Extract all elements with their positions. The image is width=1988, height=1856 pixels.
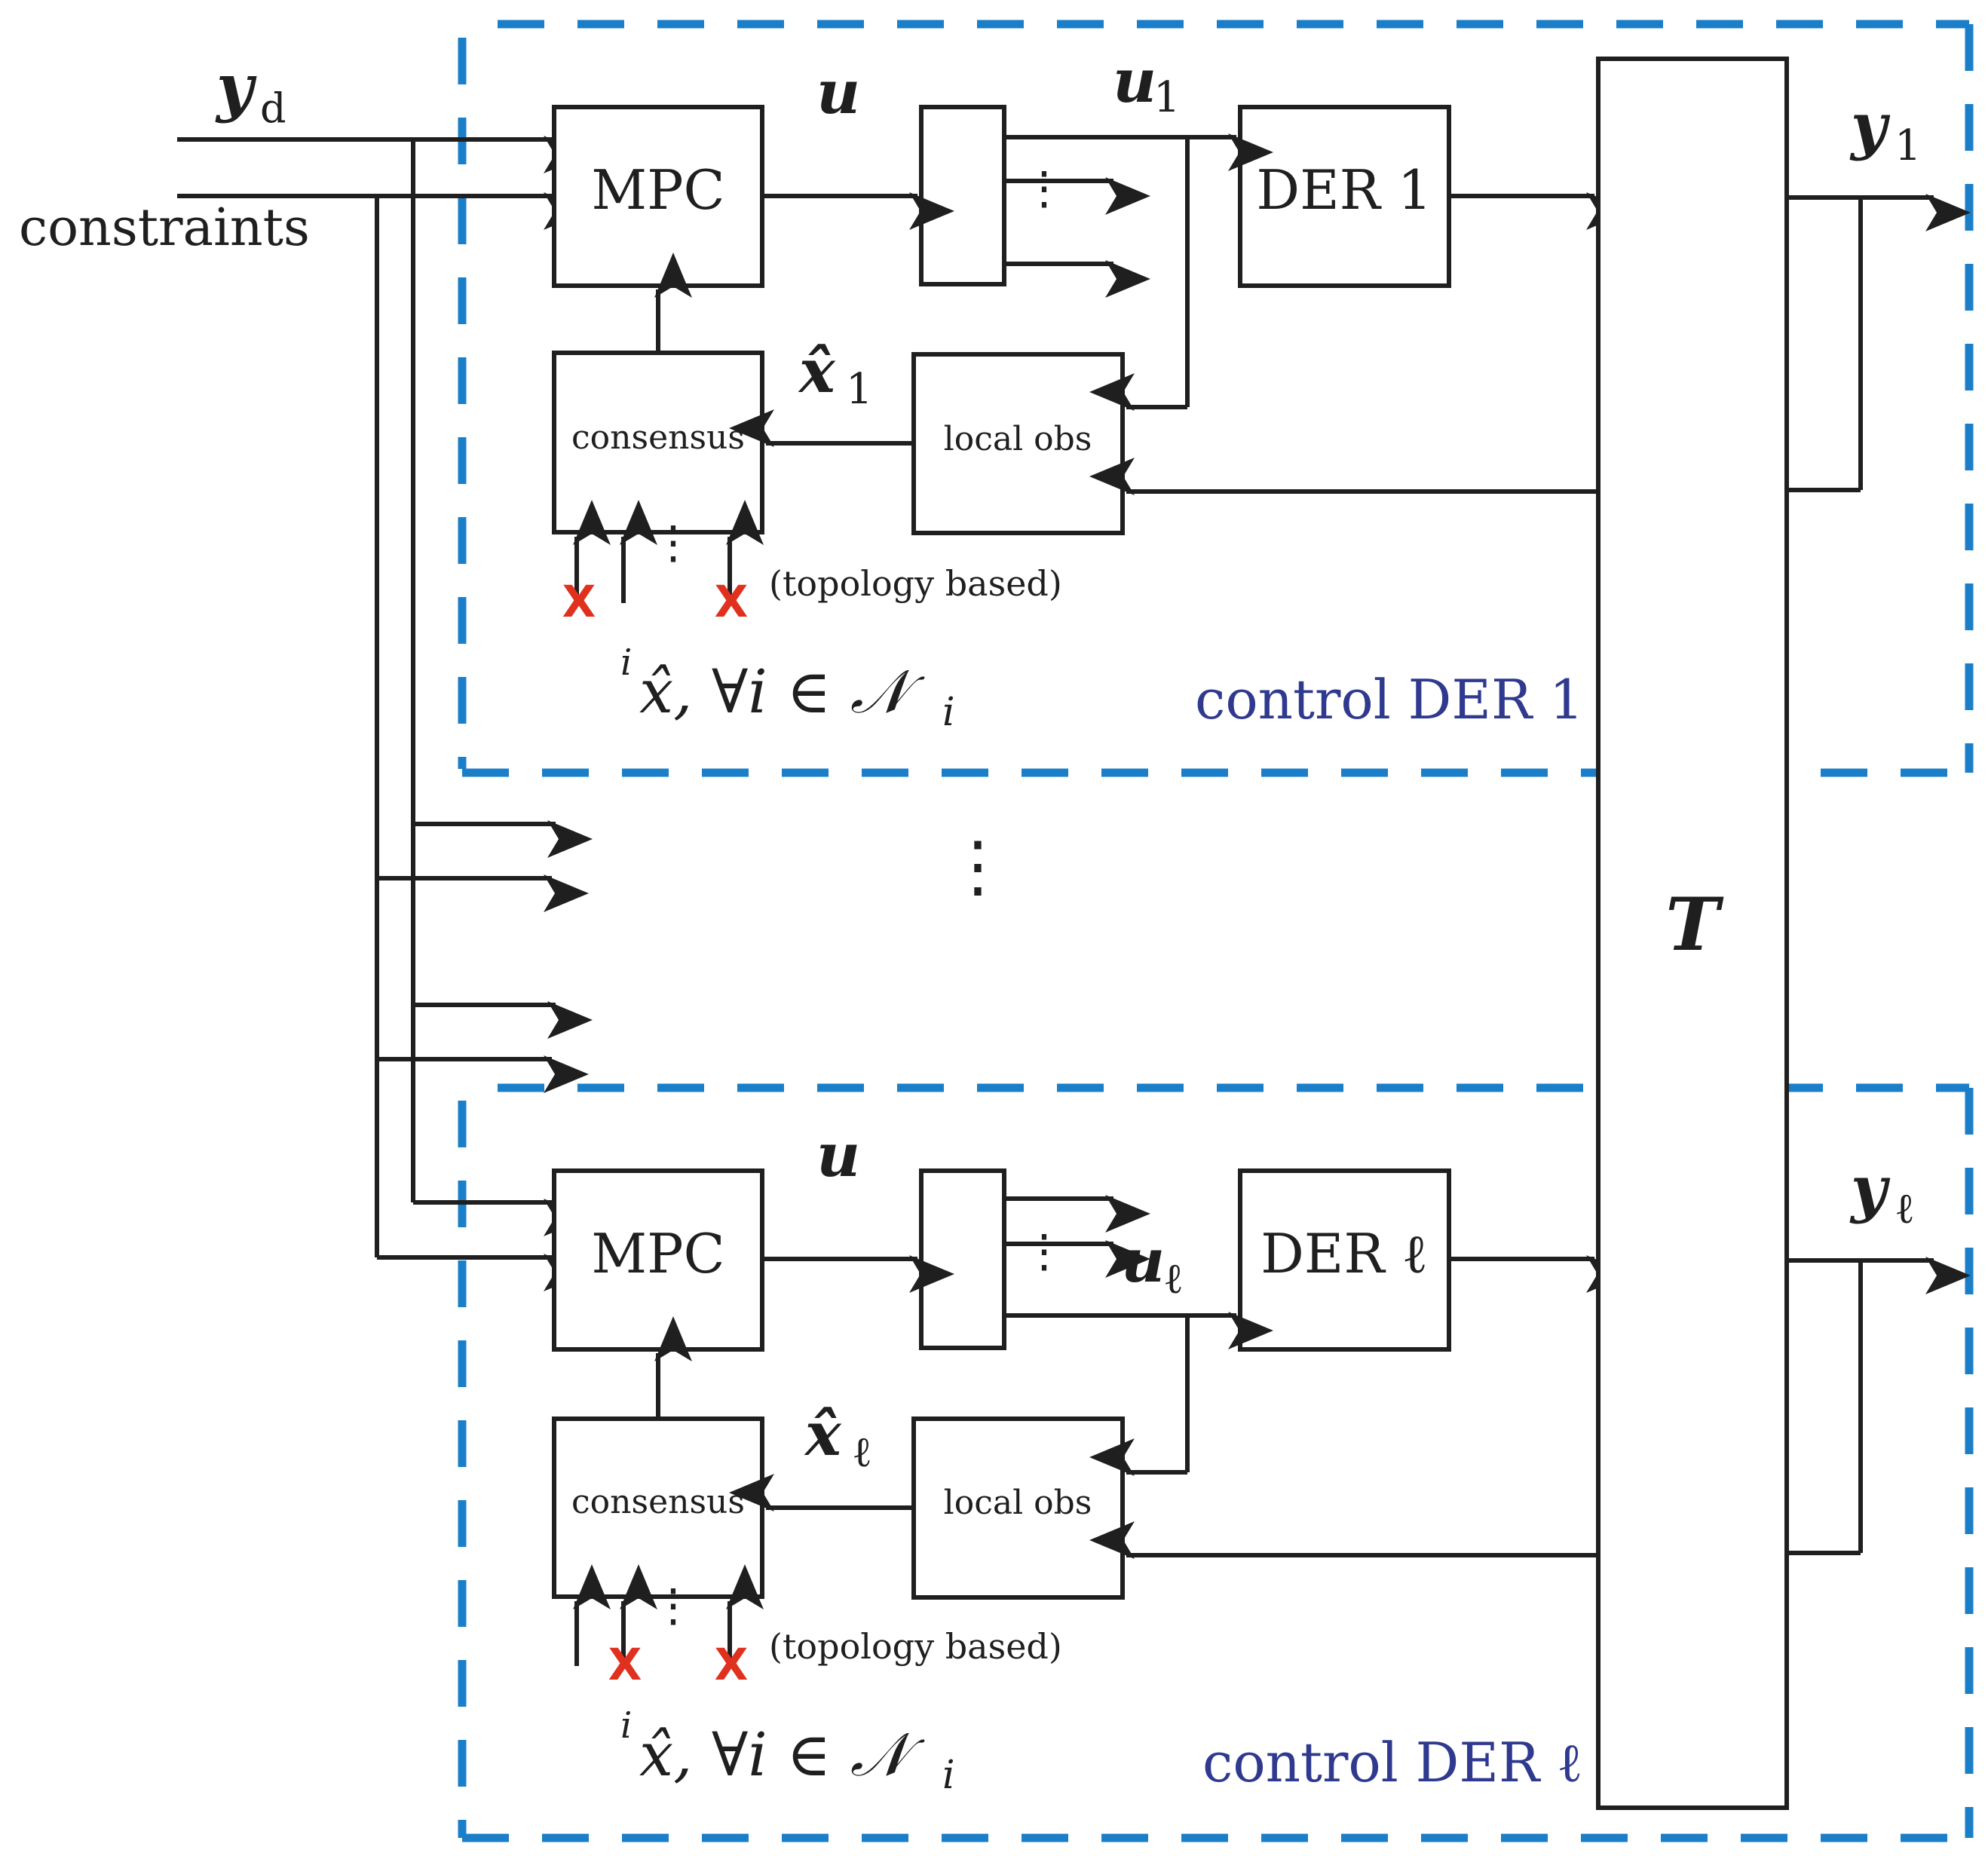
yd-label: y	[215, 50, 257, 124]
x1hat-label: x̂	[798, 335, 836, 406]
dots-middle: ⋮	[944, 827, 1012, 906]
derl-label: DER ℓ	[1260, 1222, 1428, 1285]
local-obs-block-bottom	[911, 1417, 1125, 1600]
topology-label-top: (topology based)	[769, 563, 1062, 604]
xlhat-subscript: ℓ	[852, 1428, 872, 1477]
y1-label: y	[1849, 90, 1891, 162]
lost-link-cross-icon: X	[715, 576, 749, 627]
yl-label: y	[1849, 1153, 1891, 1225]
dots-splitter-bottom: ⋮	[1022, 1225, 1067, 1278]
local-obs-block-top	[911, 352, 1125, 535]
splitter-block-top	[919, 105, 1006, 286]
ul-label: u	[1121, 1225, 1165, 1296]
dots-splitter-top: ⋮	[1022, 162, 1067, 215]
u1-label: u	[1113, 45, 1156, 116]
yl-subscript: ℓ	[1895, 1184, 1915, 1233]
connections-bottom	[573, 1195, 1971, 1666]
neighbor-superscript-top: i	[620, 642, 632, 684]
lost-link-cross-icon: X	[608, 1639, 642, 1690]
neighbor-set-label-top: x̂, ∀i ∈ 𝒩	[639, 657, 925, 727]
group-label-top: control DER 1	[1195, 668, 1584, 731]
constraints-label: constraints	[19, 198, 310, 258]
yd-subscript: d	[260, 84, 286, 132]
consensus-label-bottom: consensus	[571, 1483, 745, 1521]
u-label-bottom: u	[816, 1119, 860, 1190]
plant-block-T	[1596, 57, 1789, 1810]
xlhat-label: x̂	[804, 1398, 842, 1469]
local-obs-label-top: local obs	[944, 420, 1092, 458]
neighbor-subscript-top: i	[942, 690, 955, 735]
input-bus	[177, 136, 593, 1291]
mpc-label-top: MPC	[591, 158, 724, 222]
dots-consensus-bottom: ⋮	[651, 1579, 696, 1632]
splitter-block-bottom	[919, 1168, 1006, 1350]
lost-link-cross-icon: X	[562, 576, 596, 627]
neighbor-set-label-bottom: x̂, ∀i ∈ 𝒩	[639, 1720, 925, 1790]
lost-link-cross-icon: X	[715, 1639, 749, 1690]
T-label: T	[1665, 882, 1724, 967]
u1-subscript: 1	[1153, 73, 1181, 122]
ul-subscript: ℓ	[1163, 1254, 1184, 1303]
neighbor-superscript-bottom: i	[620, 1704, 632, 1747]
connections-top	[573, 133, 1971, 603]
neighbor-subscript-bottom: i	[942, 1753, 955, 1798]
topology-label-bottom: (topology based)	[769, 1626, 1062, 1667]
dots-consensus-top: ⋮	[651, 516, 696, 569]
y1-subscript: 1	[1895, 121, 1922, 170]
group-top-border	[458, 20, 1974, 777]
consensus-label-top: consensus	[571, 418, 745, 457]
group-label-bottom: control DER ℓ	[1202, 1731, 1583, 1794]
mpc-label-bottom: MPC	[591, 1222, 724, 1285]
local-obs-label-bottom: local obs	[944, 1484, 1092, 1522]
u-label-top: u	[816, 57, 860, 127]
der1-label: DER 1	[1256, 158, 1432, 222]
x1hat-subscript: 1	[846, 365, 873, 414]
